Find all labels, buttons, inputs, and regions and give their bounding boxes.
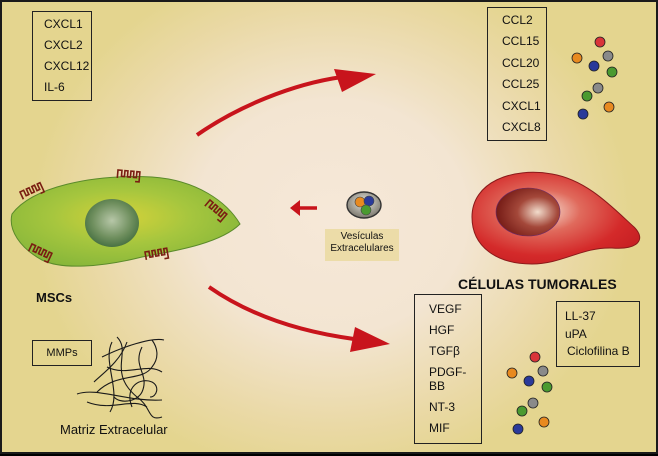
molecule — [516, 405, 528, 417]
molecule — [537, 365, 549, 377]
chemokine: CCL25 — [502, 77, 540, 92]
msc-label: MSCs — [36, 290, 73, 305]
molecule — [512, 423, 524, 435]
molecule — [603, 101, 615, 113]
vesicle-label-line2: Extracelulares — [330, 243, 394, 254]
chemokine: CXCL1 — [502, 98, 541, 113]
chemokine: CCL15 — [502, 34, 540, 49]
extracellular-matrix-fibers — [76, 336, 165, 419]
msc-factors-box: CXCL1 CXCL2 CXCL12 IL-6 — [32, 11, 92, 101]
other-factor: LL-37 — [565, 309, 596, 323]
other-factors-box: LL-37 uPA Ciclofilina B — [556, 301, 640, 367]
molecule — [506, 367, 518, 379]
other-factor: uPA — [565, 326, 587, 341]
tumor-label: CÉLULAS TUMORALES — [458, 276, 617, 292]
receptor-icon — [144, 247, 170, 261]
molecule — [541, 381, 553, 393]
chemokine: CCL2 — [502, 13, 533, 27]
molecule — [592, 82, 604, 94]
vesicle-label-bg — [325, 229, 399, 261]
growth-factor: MIF — [429, 421, 450, 435]
growth-factor: TGFβ — [429, 344, 460, 358]
molecule — [523, 375, 535, 387]
chemokine: CXCL8 — [502, 119, 541, 134]
growth-factor: VEGF — [429, 302, 462, 316]
molecule — [538, 416, 550, 428]
msc-cell — [10, 176, 241, 267]
extracellular-vesicle — [325, 191, 399, 261]
growth-factor: PDGF-BB — [429, 365, 467, 393]
chemokines-box: CCL2 CCL15 CCL20 CCL25 CXCL1 CXCL8 — [487, 7, 547, 141]
molecule — [577, 108, 589, 120]
arrow-to-chemokines — [195, 69, 376, 137]
msc-factor: CXCL1 — [44, 17, 83, 31]
molecule — [602, 50, 614, 62]
vesicle-label: Vesículas Extracelulares — [325, 231, 399, 255]
arrow-vesicles-to-msc — [290, 200, 317, 216]
receptor-group — [18, 169, 228, 264]
msc-factor: IL-6 — [44, 80, 65, 94]
molecule — [571, 52, 583, 64]
growth-factors-box: VEGF HGF TGFβ PDGF-BB NT-3 MIF — [414, 294, 482, 444]
msc-nucleus — [85, 199, 139, 247]
tumor-nucleus — [495, 187, 561, 237]
growth-factor: HGF — [429, 323, 455, 337]
other-factor: Ciclofilina B — [567, 344, 630, 358]
msc-factor: CXCL2 — [44, 38, 83, 52]
receptor-icon — [204, 198, 228, 223]
molecule — [529, 351, 541, 363]
receptor-icon — [27, 242, 54, 264]
receptor-icon — [18, 181, 46, 200]
mmps-label: MMPs — [46, 347, 78, 359]
molecule — [606, 66, 618, 78]
molecule — [581, 90, 593, 102]
matrix-label: Matriz Extracelular — [60, 422, 168, 437]
receptor-icon — [116, 169, 141, 183]
mmps-box: MMPs — [32, 340, 92, 366]
molecule-cluster-top — [571, 36, 618, 120]
molecule — [527, 397, 539, 409]
msc-factor: CXCL12 — [44, 59, 90, 73]
molecule-cluster-bottom — [506, 351, 553, 435]
vesicle-label-line1: Vesículas — [340, 231, 384, 242]
growth-factor: NT-3 — [429, 400, 456, 414]
arrow-to-growth-factors — [207, 285, 390, 352]
molecule — [588, 60, 600, 72]
tumor-cell — [471, 171, 641, 265]
chemokine: CCL20 — [502, 55, 540, 70]
molecule — [594, 36, 606, 48]
